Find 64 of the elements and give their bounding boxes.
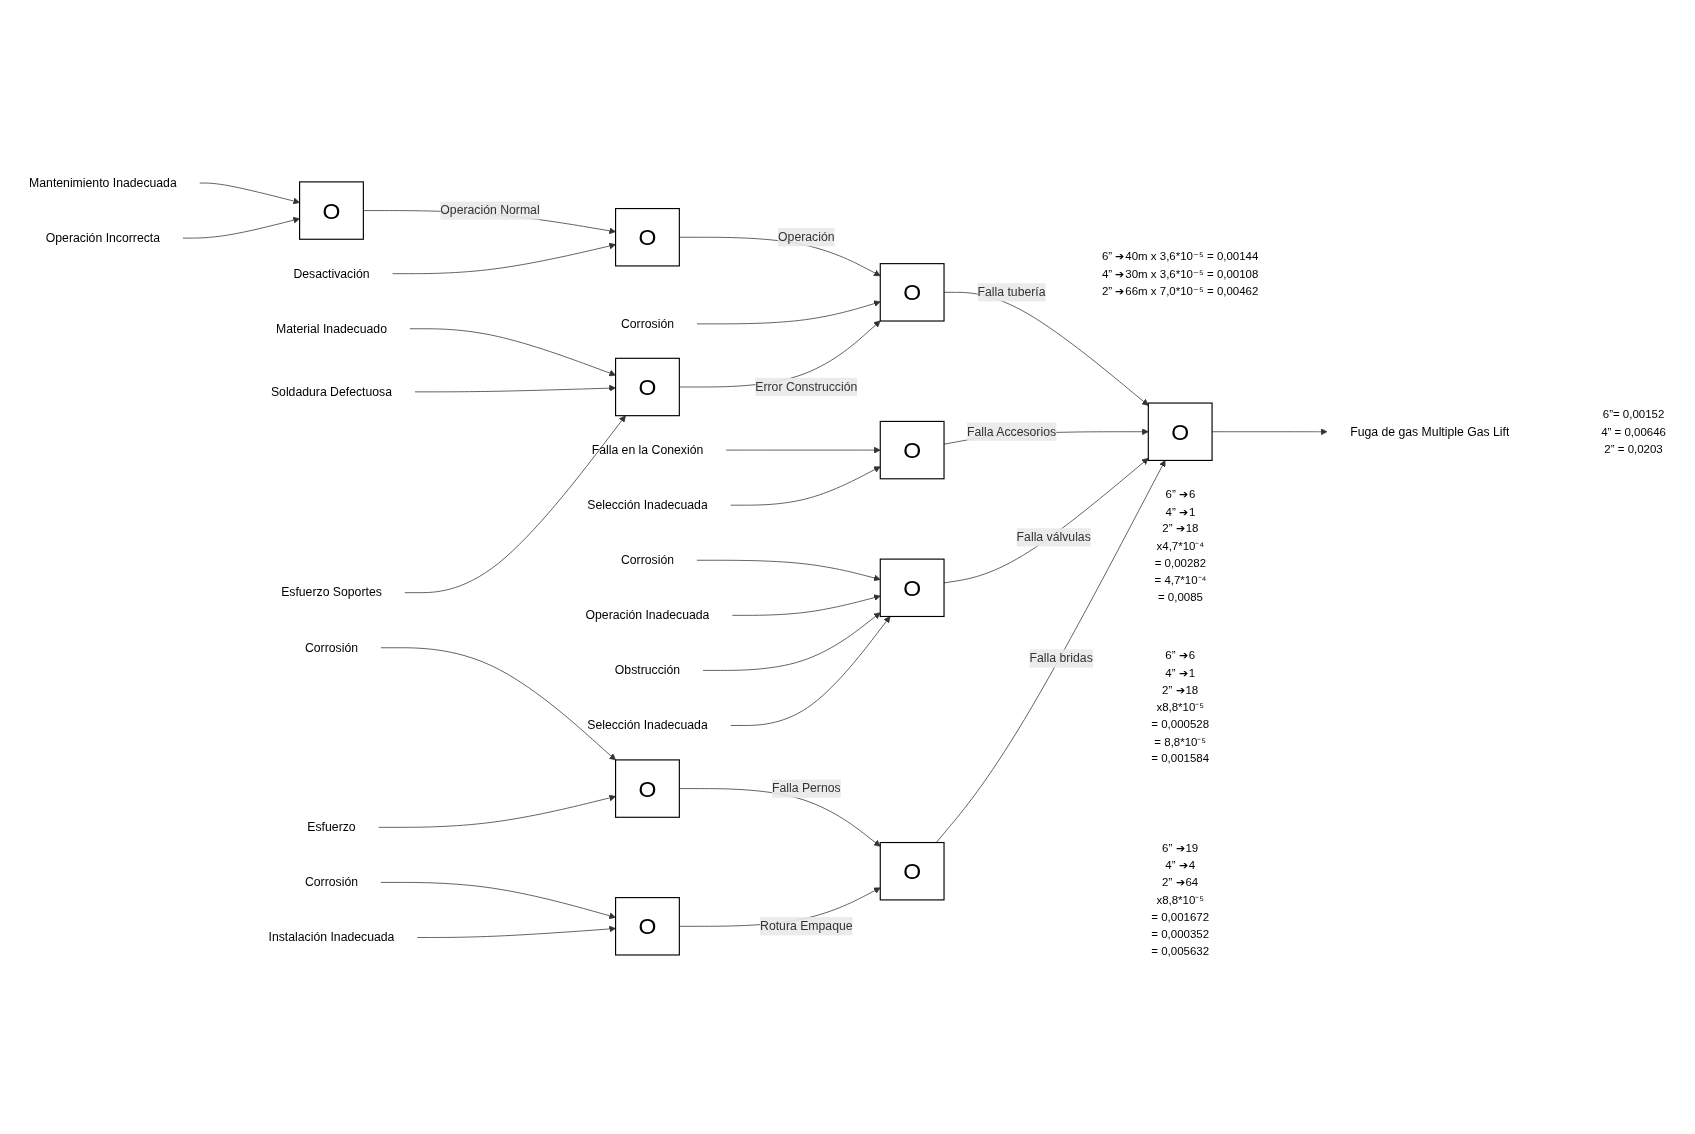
node-text: Instalación Inadecuada — [268, 930, 395, 944]
node-label: = 8,8*10⁻⁵ — [1154, 734, 1207, 748]
node-label: = 0,0085 — [1157, 590, 1203, 604]
node-label: = 0,001584 — [1151, 751, 1210, 765]
node-label: 6”= 0,00152 — [1602, 407, 1665, 421]
node-label: = 0,00282 — [1154, 556, 1207, 570]
node-box: O — [879, 558, 945, 618]
node-text: Corrosión — [620, 553, 674, 567]
node-text: Esfuerzo Soportes — [281, 585, 382, 599]
node-box: O — [299, 181, 364, 240]
node-label: 6” ➔6 — [1165, 487, 1196, 501]
node-text: Selección Inadecuada — [587, 498, 708, 512]
node-text: Soldadura Defectuosa — [270, 384, 393, 398]
node-label: 2” ➔18 — [1162, 682, 1199, 696]
node-label: = 0,000352 — [1151, 927, 1210, 941]
edge-label: Operación Normal — [440, 203, 540, 217]
edge-label: Falla Accesorios — [966, 424, 1057, 438]
node-label: 6” ➔40m x 3,6*10⁻⁵ = 0,00144 — [1101, 249, 1259, 263]
node-label: 2” ➔64 — [1162, 875, 1199, 889]
node-label: 4” ➔1 — [1165, 504, 1196, 518]
node-text: Corrosión — [620, 317, 674, 330]
node-label: = 0,005632 — [1151, 944, 1210, 958]
node-box: O — [615, 759, 680, 818]
node-label: = 0,001672 — [1151, 910, 1210, 924]
edge-label: Rotura Empaque — [760, 919, 853, 933]
edge-label: Falla Pernos — [771, 781, 841, 795]
node-box: O — [615, 357, 680, 417]
node-label: 4” ➔4 — [1165, 858, 1196, 872]
node-text: Obstrucción — [614, 663, 681, 677]
edge-label: Error Construcción — [755, 380, 858, 394]
edge-label: Operación — [778, 230, 835, 244]
node-label: 2” = 0,0203 — [1604, 441, 1663, 455]
node-box: O — [615, 208, 680, 267]
node-label: x8,8*10⁻⁵ — [1156, 700, 1204, 714]
edge-label: Falla bridas — [1029, 651, 1093, 665]
node-text: Operación Incorrecta — [45, 231, 161, 245]
node-text: Operación Inadecuada — [585, 608, 710, 622]
node-box: O — [879, 841, 945, 901]
node-box: O — [879, 420, 945, 480]
node-text: Mantenimiento Inadecuada — [29, 176, 177, 190]
node-text: Corrosión — [304, 875, 359, 889]
node-label: = 0,000528 — [1151, 717, 1210, 731]
node-label: 4” ➔30m x 3,6*10⁻⁵ = 0,00108 — [1101, 266, 1259, 280]
node-text: Corrosión — [304, 640, 359, 654]
node-text: Fuga de gas Multiple Gas Lift — [1350, 424, 1510, 438]
node-label: x8,8*10⁻⁵ — [1156, 892, 1204, 906]
node-box: O — [879, 263, 945, 322]
edge-label: Falla válvulas — [1016, 530, 1091, 544]
node-label: 2” ➔18 — [1162, 521, 1199, 535]
node-label: = 4,7*10⁻⁴ — [1154, 573, 1207, 587]
node-box: O — [1147, 402, 1213, 461]
node-box: O — [615, 897, 680, 956]
node-text: Selección Inadecuada — [587, 718, 708, 732]
node-label: 4” = 0,00646 — [1601, 424, 1666, 438]
node-text: Falla en la Conexión — [591, 443, 704, 457]
node-text: Desactivación — [293, 266, 370, 280]
node-text: Material Inadecuado — [276, 321, 387, 335]
edge-label: Falla tubería — [977, 285, 1046, 299]
node-label: 2” ➔66m x 7,0*10⁻⁵ = 0,00462 — [1101, 283, 1259, 297]
node-label: 4” ➔1 — [1165, 665, 1196, 679]
node-text: Esfuerzo — [307, 820, 356, 834]
node-label: x4,7*10⁻⁴ — [1156, 538, 1205, 552]
node-label: 6” ➔6 — [1165, 648, 1196, 662]
node-label: 6” ➔19 — [1162, 841, 1199, 855]
